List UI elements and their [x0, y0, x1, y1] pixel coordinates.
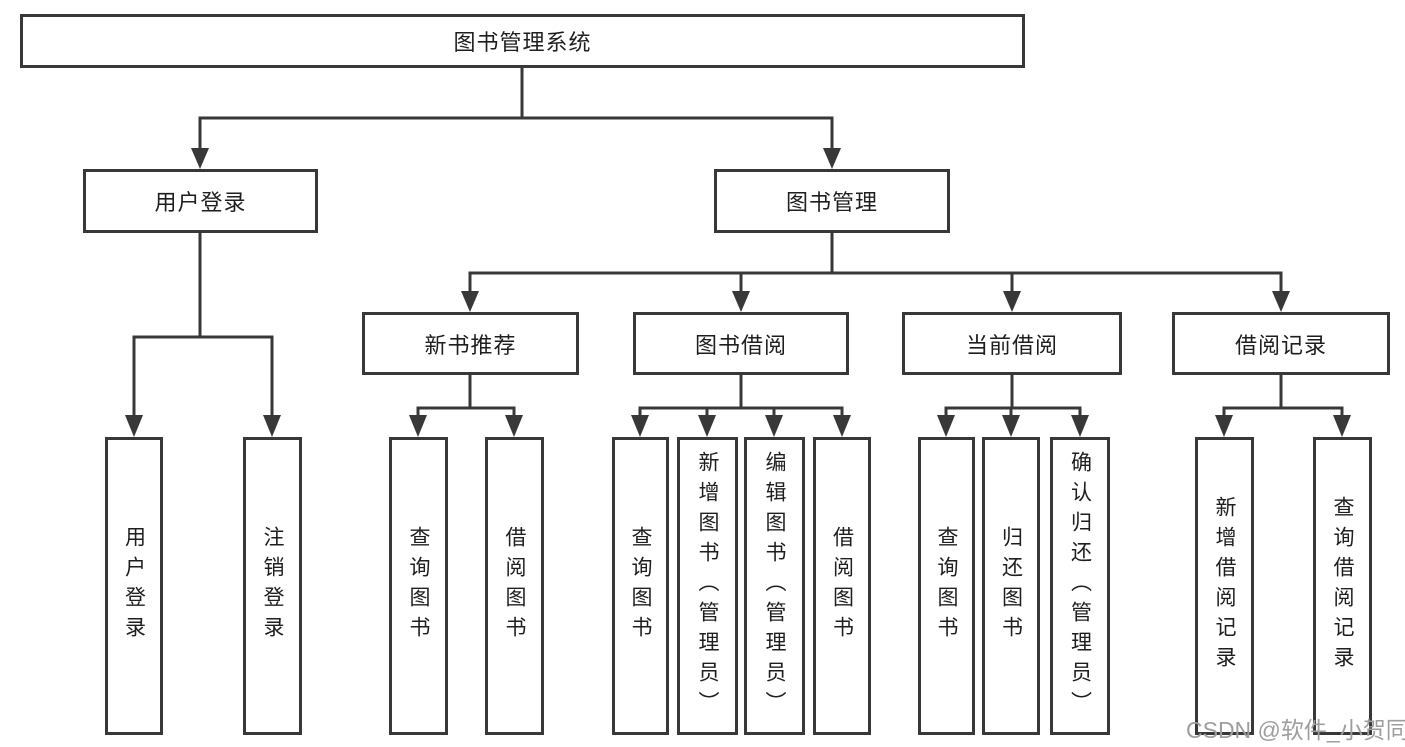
node-new-book-recommendation: 新书推荐	[362, 312, 579, 375]
leaf-borrow-books-borrowing: 借阅图书	[813, 437, 871, 735]
leaf-add-books-admin: 新增图书（管理员）	[677, 437, 738, 735]
node-book-management: 图书管理	[714, 169, 950, 233]
leaf-edit-books-admin: 编辑图书（管理员）	[744, 437, 805, 735]
node-library-management-system: 图书管理系统	[20, 14, 1025, 68]
leaf-logout: 注销登录	[243, 437, 302, 735]
leaf-search-borrow-record: 查询借阅记录	[1313, 437, 1372, 735]
leaf-add-borrow-record: 新增借阅记录	[1195, 437, 1254, 735]
leaf-user-login: 用户登录	[105, 437, 163, 735]
node-user-login: 用户登录	[83, 169, 318, 233]
leaf-search-books-current: 查询图书	[918, 437, 975, 735]
node-current-borrowing: 当前借阅	[902, 312, 1122, 375]
node-borrowing-records: 借阅记录	[1172, 312, 1390, 375]
leaf-search-books-borrowing: 查询图书	[612, 437, 669, 735]
leaf-return-books: 归还图书	[982, 437, 1040, 735]
node-book-borrowing: 图书借阅	[633, 312, 849, 375]
csdn-watermark: CSDN @软件_小贺同学	[1186, 717, 1405, 743]
leaf-search-books-recommend: 查询图书	[389, 437, 448, 735]
leaf-confirm-return-admin: 确认归还（管理员）	[1050, 437, 1110, 735]
leaf-borrow-books-recommend: 借阅图书	[485, 437, 544, 735]
